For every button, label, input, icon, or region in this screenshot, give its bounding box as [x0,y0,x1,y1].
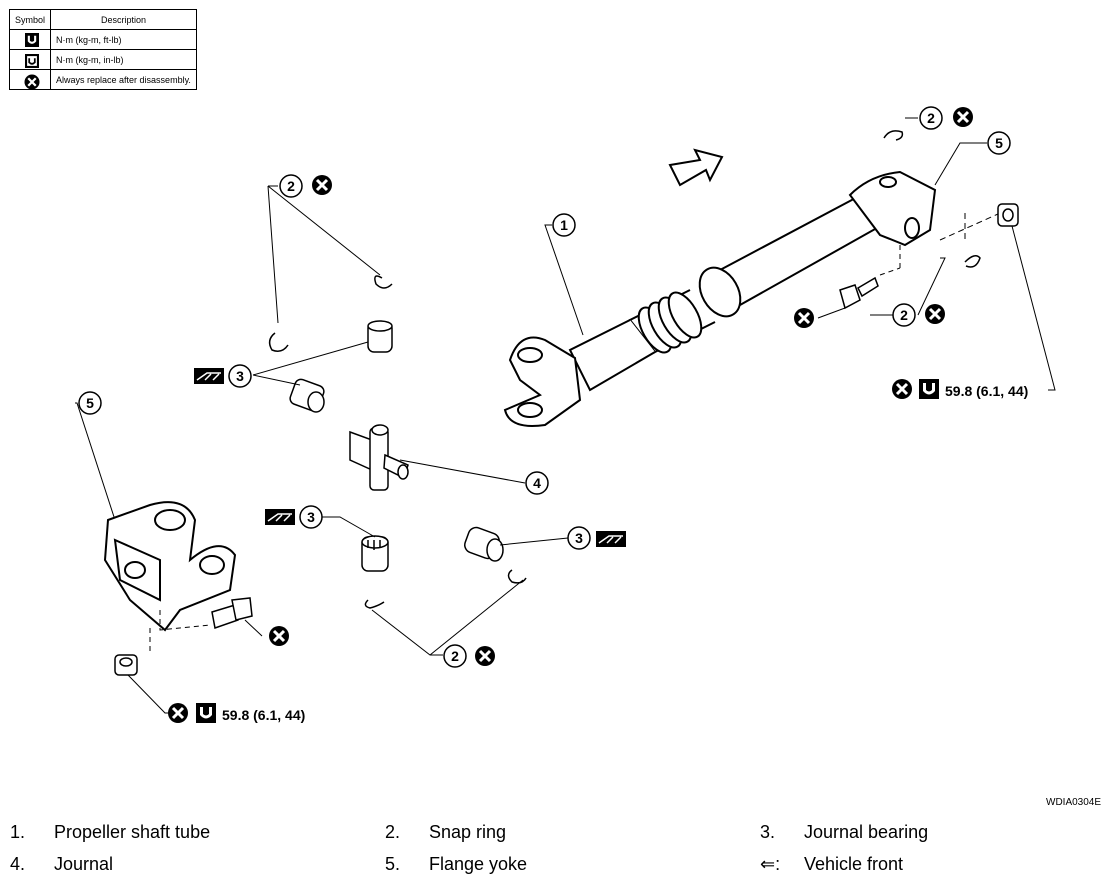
grease-icon [193,367,225,385]
callout-2-bottom-left: 2 [443,644,467,668]
legend-symbol-cell [8,49,52,70]
flange-nut [114,654,138,676]
svg-text:3: 3 [575,530,583,546]
legend-symbol-cell [8,69,52,90]
parts-list-item: 3. Journal bearing [760,822,928,843]
legend-desc: N·m (kg-m, in-lb) [50,49,198,70]
parts-list-item: 2. Snap ring [385,822,506,843]
svg-text:3: 3 [236,368,244,384]
flange-nut [997,203,1019,227]
part-number: 5. [385,854,401,874]
replace-x-icon [473,644,497,668]
replace-x-icon [890,377,914,401]
svg-text:5: 5 [86,395,94,411]
callout-5-left: 5 [78,391,102,415]
callout-5-right: 5 [987,131,1011,155]
callout-2-top-left: 2 [279,174,303,198]
replace-x-icon [923,302,947,326]
legend-header-symbol: Symbol [8,9,52,30]
parts-list-item: ⇐: Vehicle front [760,854,903,875]
callout-3-middle-left: 3 [299,505,323,529]
part-label: Journal bearing [804,822,929,842]
part-number: 2. [385,822,401,842]
flange-yoke [103,501,237,632]
legend-header-description: Description [50,9,198,30]
replace-x-icon [267,624,291,648]
callout-4: 4 [525,471,549,495]
svg-text:2: 2 [287,178,295,194]
callout-2-top-right: 2 [919,106,943,130]
flange-bolt [839,276,879,310]
legend-desc: N·m (kg-m, ft-lb) [50,29,198,50]
journal-bearing [289,320,393,413]
callout-1: 1 [552,213,576,237]
parts-list-item: 4. Journal [10,854,113,875]
legend-desc: Always replace after disassembly. [50,69,198,90]
part-label: Snap ring [429,822,507,842]
svg-text:2: 2 [900,307,908,323]
parts-list-item: 5. Flange yoke [385,854,527,875]
svg-text:5: 5 [995,135,1003,151]
flange-bolt [211,597,253,629]
part-label: Vehicle front [804,854,904,874]
part-number: ⇐: [760,854,781,874]
svg-text:2: 2 [927,110,935,126]
parts-list-item: 1. Propeller shaft tube [10,822,210,843]
svg-text:4: 4 [533,475,541,491]
part-label: Journal [54,854,114,874]
grease-icon [264,508,296,526]
grease-icon [595,530,627,548]
replace-x-icon [166,701,190,725]
part-number: 3. [760,822,776,842]
torque-wrench-icon [196,703,216,723]
journal-bearing [464,526,504,562]
part-number: 1. [10,822,26,842]
journal [349,424,409,491]
replace-x-icon [792,306,816,330]
part-number: 4. [10,854,26,874]
torque-spec-left: 59.8 (6.1, 44) [222,707,305,723]
replace-x-icon [951,105,975,129]
callout-2-bottom-right: 2 [892,303,916,327]
journal-bearing [361,535,389,572]
legend-symbol-cell [8,29,52,50]
callout-3-top-left: 3 [228,364,252,388]
figure-code: WDIA0304E [1046,797,1102,808]
svg-text:1: 1 [560,217,568,233]
svg-text:2: 2 [451,648,459,664]
symbol-legend: Symbol Description N·m (kg-m, ft-lb) N·m… [8,9,198,90]
callout-3-middle-right: 3 [567,526,591,550]
part-label: Flange yoke [429,854,528,874]
replace-x-icon [310,173,334,197]
vehicle-front-arrow-icon [668,148,724,187]
part-label: Propeller shaft tube [54,822,211,842]
propeller-shaft-tube [503,170,937,427]
svg-text:3: 3 [307,509,315,525]
torque-spec-right: 59.8 (6.1, 44) [945,383,1028,399]
torque-wrench-icon [919,379,939,399]
